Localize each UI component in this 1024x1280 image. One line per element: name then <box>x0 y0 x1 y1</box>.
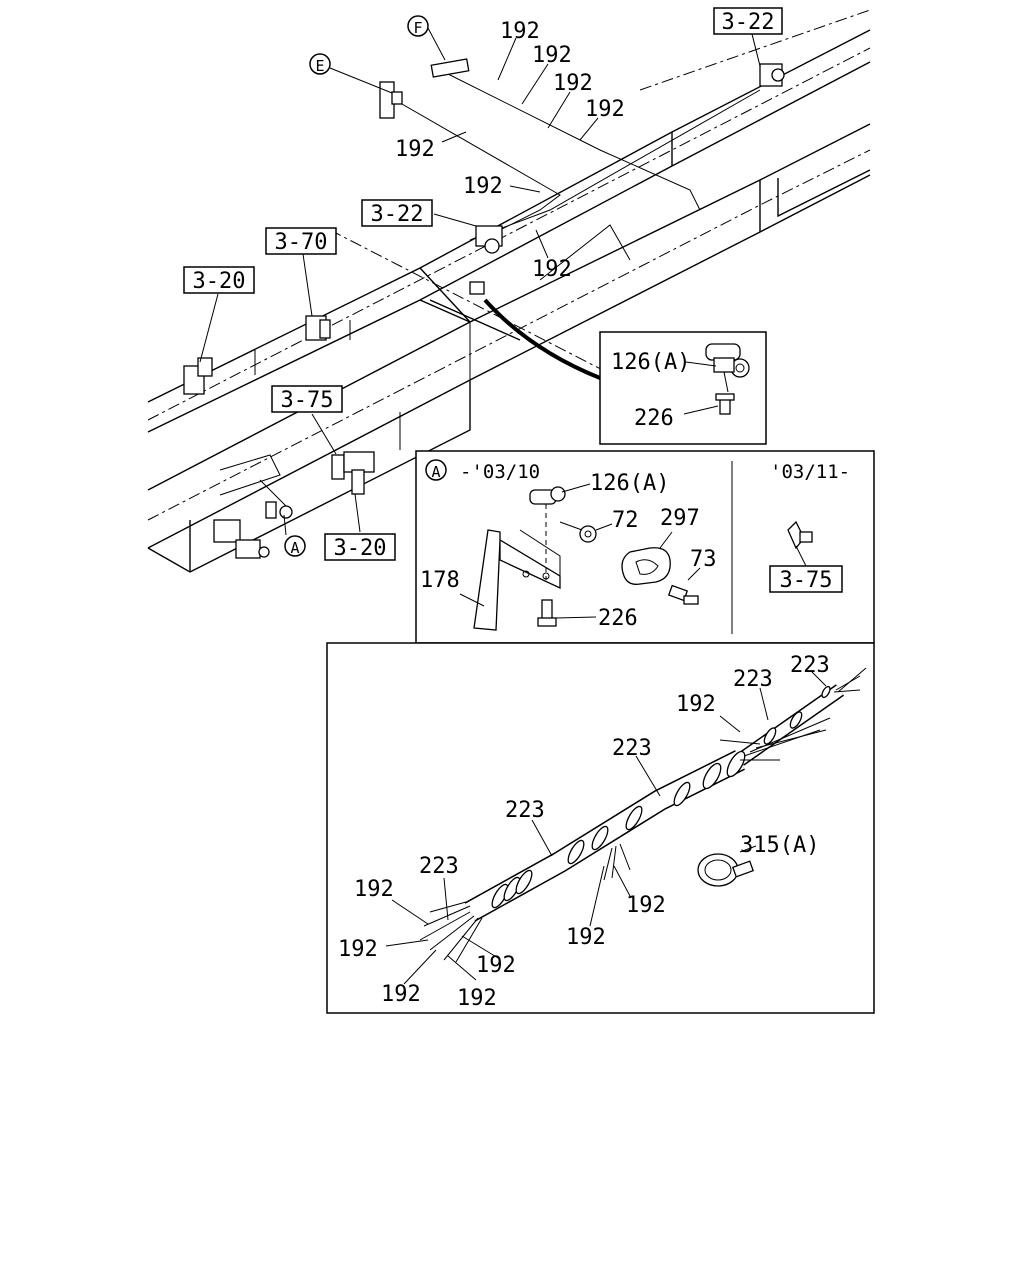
svg-text:E: E <box>315 57 324 75</box>
callout-a-detail: A <box>431 463 440 481</box>
callout-f: F <box>407 15 429 37</box>
leader-lines <box>199 27 761 536</box>
svg-text:3-22: 3-22 <box>371 202 424 227</box>
frame-brackets <box>183 58 785 559</box>
part-192-label: 192 <box>457 986 497 1011</box>
ref-box-3-75-frame[interactable]: 3-75 <box>271 385 343 413</box>
ref-box-3-20-bottom[interactable]: 3-20 <box>324 533 396 561</box>
part-223-label: 223 <box>790 653 830 678</box>
svg-text:3-70: 3-70 <box>275 230 328 255</box>
clamp-band-315 <box>697 845 757 887</box>
svg-text:A: A <box>290 539 299 557</box>
callout-e: E <box>309 53 331 75</box>
part-223-label: 223 <box>505 798 545 823</box>
part-192-label: 192 <box>626 893 666 918</box>
part-192-label: 192 <box>395 137 435 162</box>
part-72-label: 72 <box>612 508 639 533</box>
part-192-label: 192 <box>354 877 394 902</box>
svg-text:3-75: 3-75 <box>780 568 833 593</box>
part-192-label: 192 <box>585 97 625 122</box>
ref-box-3-75-detail[interactable]: 3-75 <box>769 565 843 593</box>
part-178-label: 178 <box>420 568 460 593</box>
part-192-label: 192 <box>476 953 516 978</box>
svg-text:3-22: 3-22 <box>722 10 775 35</box>
harness-leaders <box>385 671 827 985</box>
part-223-label: 223 <box>733 667 773 692</box>
part-192-label: 192 <box>463 174 503 199</box>
part-226-label: 226 <box>598 606 638 631</box>
svg-text:3-20: 3-20 <box>334 536 387 561</box>
part-297-label: 297 <box>660 506 700 531</box>
part-223-label: 223 <box>419 854 459 879</box>
ref-box-3-22-top[interactable]: 3-22 <box>713 7 783 35</box>
part-192-label: 192 <box>338 937 378 962</box>
svg-text:3-75: 3-75 <box>281 388 334 413</box>
harness-wires <box>419 667 867 963</box>
part-192-label: 192 <box>566 925 606 950</box>
part-192-label: 192 <box>553 71 593 96</box>
part-192-label: 192 <box>676 692 716 717</box>
part-223-label: 223 <box>612 736 652 761</box>
ref-box-3-22-mid[interactable]: 3-22 <box>361 199 433 227</box>
ref-box-3-20-left[interactable]: 3-20 <box>183 266 255 294</box>
ref-box-3-70[interactable]: 3-70 <box>265 227 337 255</box>
part-226-label: 226 <box>634 406 674 431</box>
part-126a-label: 126(A) <box>611 350 690 375</box>
harness-detail-panel: 223 223 192 223 223 223 192 192 192 192 … <box>326 642 875 1014</box>
part-192-label: 192 <box>532 43 572 68</box>
part-315a-label: 315(A) <box>740 833 819 858</box>
part-192-label: 192 <box>532 257 572 282</box>
svg-text:3-20: 3-20 <box>193 269 246 294</box>
detail-range-late: '03/11- <box>770 461 850 483</box>
detail-range-early: -'03/10 <box>460 461 540 483</box>
svg-text:F: F <box>413 19 422 37</box>
inset-tee-fitting: 126(A) 226 <box>599 331 767 445</box>
part-192-label: 192 <box>500 19 540 44</box>
detail-a-panel: A -'03/10 '03/11- 126 <box>415 450 875 644</box>
callout-a-frame: A <box>284 535 306 557</box>
part-73-label: 73 <box>690 547 717 572</box>
part-126a-label: 126(A) <box>590 471 669 496</box>
part-192-label: 192 <box>381 982 421 1007</box>
harness-bands <box>491 685 831 909</box>
